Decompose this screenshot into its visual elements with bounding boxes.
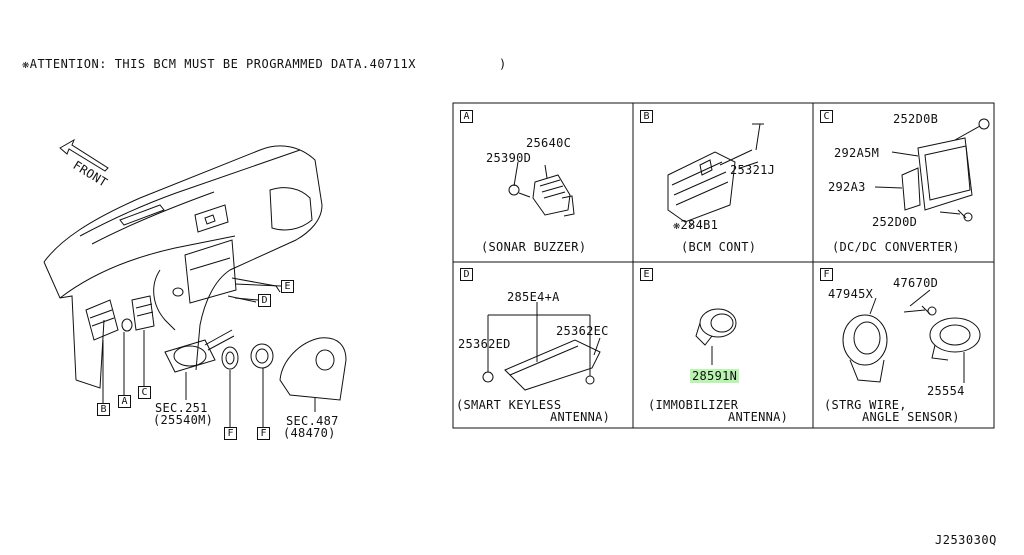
dcdc-converter-drawing xyxy=(874,118,990,222)
immobilizer-antenna-drawing xyxy=(695,308,737,365)
panel-d-caption-1: (SMART KEYLESS xyxy=(456,398,562,412)
part-285e4-a[interactable]: 285E4+A xyxy=(507,290,560,304)
callout-f-1: F xyxy=(224,427,237,440)
sec-487-part: (48470) xyxy=(283,426,336,440)
part-25390d[interactable]: 25390D xyxy=(486,151,532,165)
sonar-buzzer-drawing xyxy=(508,161,575,217)
attention-paren: ) xyxy=(499,57,507,71)
callout-c: C xyxy=(138,386,151,399)
part-252d0d[interactable]: 252D0D xyxy=(872,215,918,229)
sec-487-label: SEC.487 xyxy=(286,414,339,428)
strg-wire-angle-sensor-drawing xyxy=(842,289,981,383)
part-284b1[interactable]: ❋284B1 xyxy=(673,218,719,232)
front-arrow-icon xyxy=(59,138,109,172)
part-25362ed[interactable]: 25362ED xyxy=(458,337,511,351)
panel-d-caption-2: ANTENNA) xyxy=(550,410,611,424)
overview-angle-sensor xyxy=(221,346,239,370)
overview-strg-wire xyxy=(250,343,274,369)
part-292a5m[interactable]: 292A5M xyxy=(834,146,880,160)
panel-b-caption: (BCM CONT) xyxy=(681,240,757,254)
sec-251-part: (25540M) xyxy=(153,413,214,427)
part-25554[interactable]: 25554 xyxy=(927,384,965,398)
panel-e-letter: E xyxy=(640,268,653,281)
overview-combo-switch xyxy=(164,329,235,373)
panel-e-caption-1: (IMMOBILIZER xyxy=(648,398,739,412)
panel-e-caption-2: ANTENNA) xyxy=(728,410,789,424)
part-47670d[interactable]: 47670D xyxy=(893,276,939,290)
overview-sonar-part xyxy=(121,318,133,332)
panel-b-letter: B xyxy=(640,110,653,123)
overview-converter-part xyxy=(131,295,155,331)
part-47945x[interactable]: 47945X xyxy=(828,287,874,301)
panel-f-letter: F xyxy=(820,268,833,281)
callout-f-2: F xyxy=(257,427,270,440)
part-25640c[interactable]: 25640C xyxy=(526,136,572,150)
bcm-cont-drawing xyxy=(667,123,764,228)
panel-f-caption-2: ANGLE SENSOR) xyxy=(862,410,960,424)
sec-251-label: SEC.251 xyxy=(155,401,208,415)
panel-c-caption: (DC/DC CONVERTER) xyxy=(832,240,960,254)
part-25321j[interactable]: 25321J xyxy=(730,163,776,177)
attention-note: ❋ATTENTION: THIS BCM MUST BE PROGRAMMED … xyxy=(22,57,416,71)
callout-e: E xyxy=(281,280,294,293)
diagram-code: J253030Q xyxy=(935,533,997,547)
part-25362ec[interactable]: 25362EC xyxy=(556,324,609,338)
part-252d0b[interactable]: 252D0B xyxy=(893,112,939,126)
callout-d: D xyxy=(258,294,271,307)
overview-bcm-part xyxy=(85,299,119,341)
smart-keyless-antenna-drawing xyxy=(482,302,601,391)
panel-c-letter: C xyxy=(820,110,833,123)
callout-a: A xyxy=(118,395,131,408)
panel-d-letter: D xyxy=(460,268,473,281)
overview-column-cover xyxy=(279,337,347,401)
panel-a-letter: A xyxy=(460,110,473,123)
part-292a3[interactable]: 292A3 xyxy=(828,180,866,194)
panel-grid-border xyxy=(452,102,995,429)
part-28591n-highlighted[interactable]: 28591N xyxy=(690,369,740,383)
panel-a-caption: (SONAR BUZZER) xyxy=(481,240,587,254)
panel-f-caption-1: (STRG WIRE, xyxy=(824,398,907,412)
callout-b: B xyxy=(97,403,110,416)
dashboard-illustration xyxy=(43,145,323,389)
